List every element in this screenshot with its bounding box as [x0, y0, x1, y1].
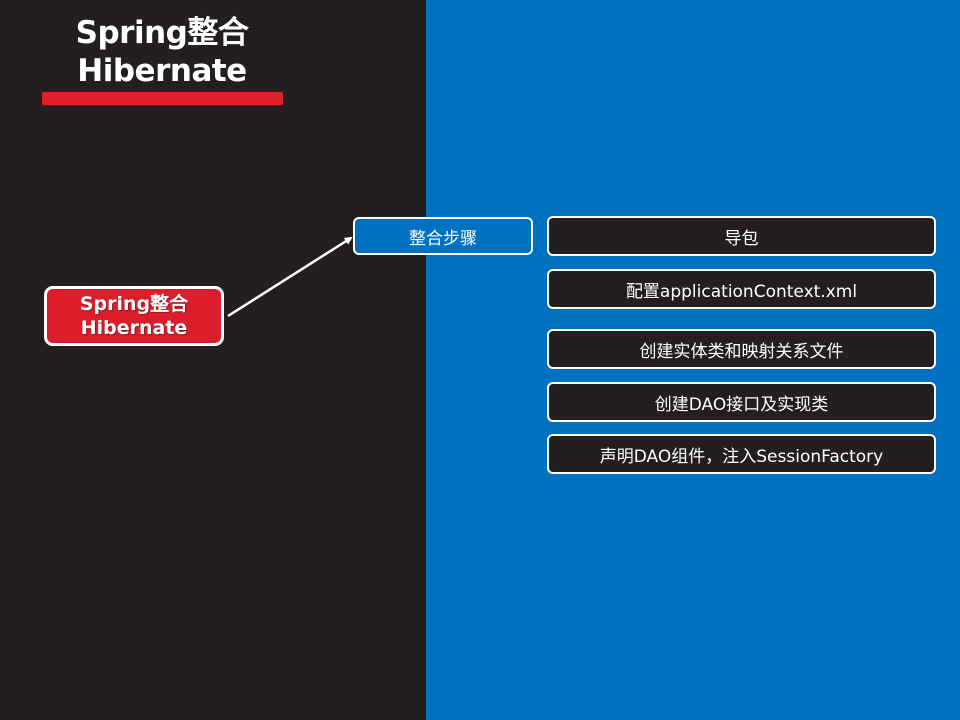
step-label: 配置applicationContext.xml — [625, 281, 858, 302]
slide-title-line-1: Spring整合 — [75, 15, 249, 51]
step-import-packages: 导包 — [547, 216, 936, 256]
step-label: 创建实体类和映射关系文件 — [639, 341, 844, 362]
step-label: 声明DAO组件，注入SessionFactory — [599, 446, 884, 467]
title-underline — [42, 92, 283, 105]
slide-title-line-2: Hibernate — [77, 53, 247, 89]
step-configure-context: 配置applicationContext.xml — [547, 269, 936, 309]
arrow-line — [227, 236, 353, 318]
step-label: 创建DAO接口及实现类 — [654, 394, 829, 415]
steps-node-label: 整合步骤 — [409, 228, 477, 249]
root-node-line-2: Hibernate — [80, 317, 188, 339]
steps-node: 整合步骤 — [353, 217, 533, 255]
slide-title: Spring整合 Hibernate — [42, 14, 282, 90]
step-create-entities: 创建实体类和映射关系文件 — [547, 329, 936, 369]
root-node-line-1: Spring整合 — [79, 293, 189, 315]
left-panel — [0, 0, 426, 720]
root-node: Spring整合 Hibernate — [44, 286, 224, 346]
step-create-dao: 创建DAO接口及实现类 — [547, 382, 936, 422]
step-label: 导包 — [724, 228, 759, 249]
step-declare-dao: 声明DAO组件，注入SessionFactory — [547, 434, 936, 474]
